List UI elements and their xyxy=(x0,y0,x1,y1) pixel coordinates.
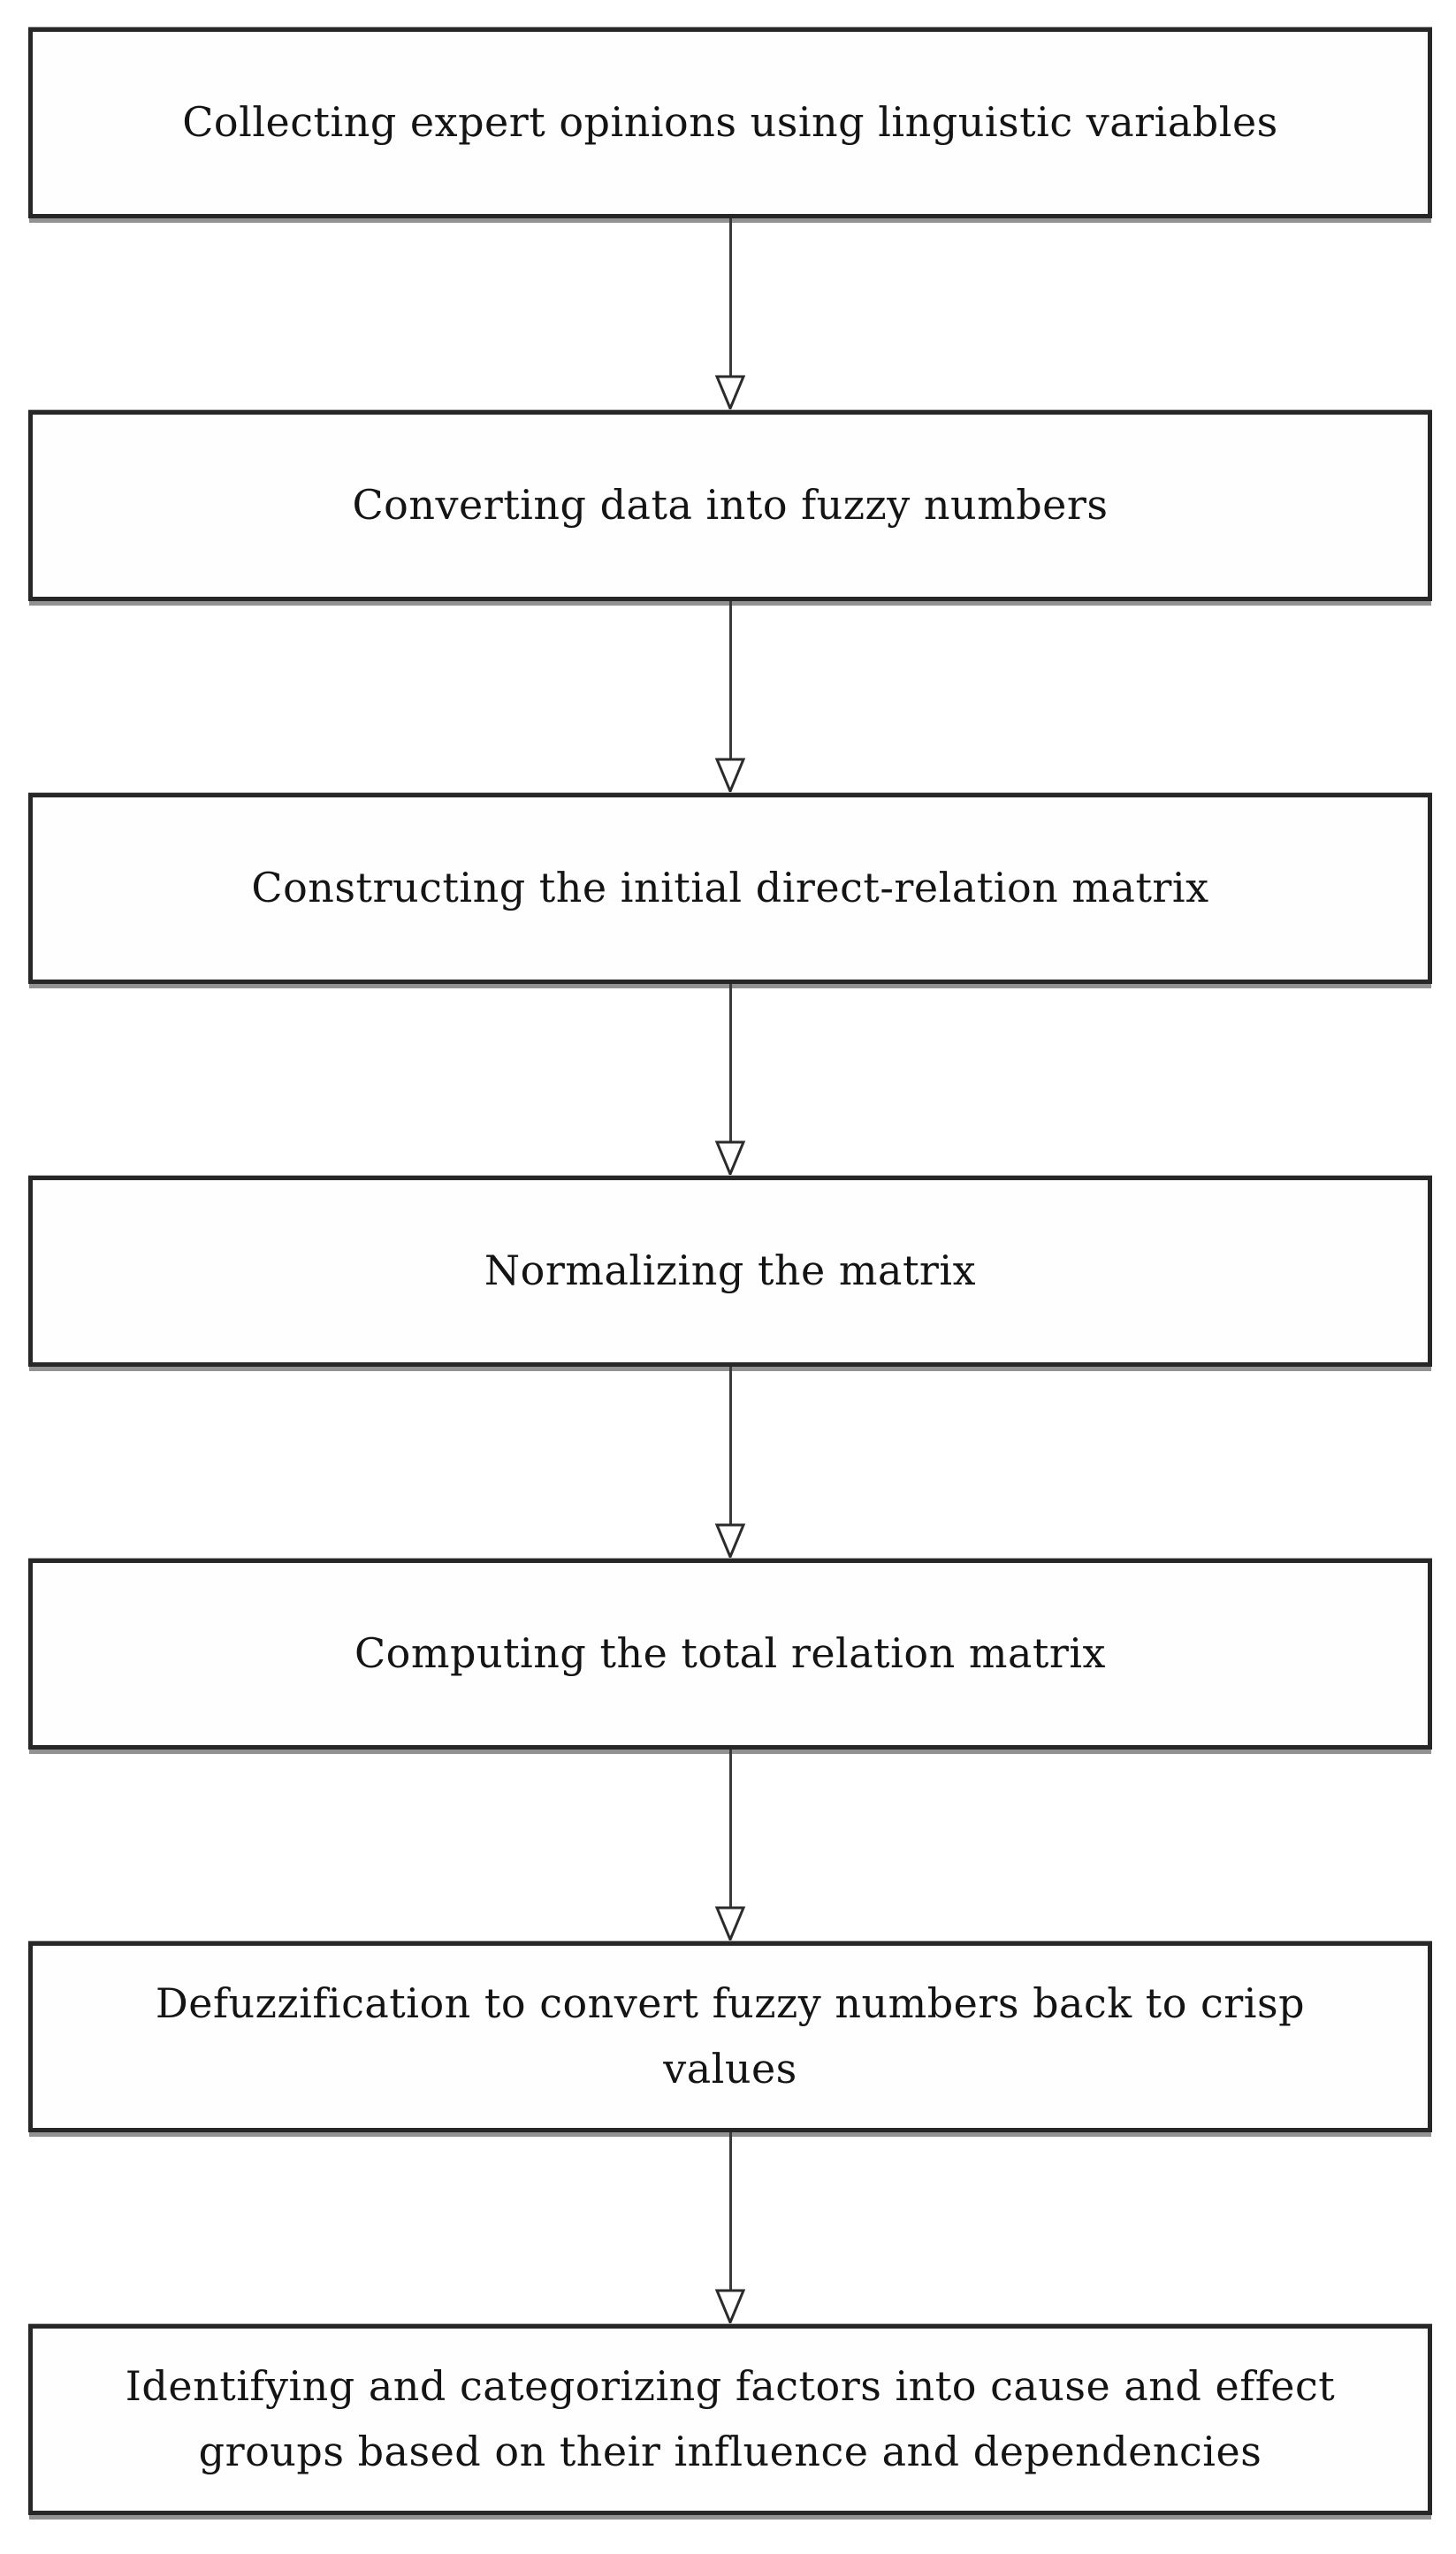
flow-step-direct-relation-matrix: Constructing the initial direct-relation… xyxy=(28,793,1432,984)
arrow-line xyxy=(728,1750,732,1907)
flow-step-total-relation-matrix: Computing the total relation matrix xyxy=(28,1559,1432,1750)
arrow-down-icon xyxy=(714,375,746,410)
arrow-down-icon xyxy=(714,2289,746,2324)
flow-arrow xyxy=(28,984,1432,1176)
arrow-line xyxy=(728,601,732,759)
arrow-down-icon xyxy=(714,758,746,793)
arrow-line xyxy=(728,218,732,376)
arrow-down-icon xyxy=(714,1906,746,1941)
arrow-down-icon xyxy=(714,1140,746,1176)
flow-arrow xyxy=(28,601,1432,793)
flow-arrow xyxy=(28,2132,1432,2324)
arrow-line xyxy=(728,2132,732,2290)
flow-step-label: Normalizing the matrix xyxy=(484,1247,977,1295)
flow-step-defuzzification: Defuzzification to convert fuzzy numbers… xyxy=(28,1941,1432,2132)
flow-step-normalize-matrix: Normalizing the matrix xyxy=(28,1176,1432,1367)
arrow-down-icon xyxy=(714,1523,746,1559)
flow-step-collect-opinions: Collecting expert opinions using linguis… xyxy=(28,27,1432,218)
flow-step-label: Converting data into fuzzy numbers xyxy=(352,481,1109,530)
flow-arrow xyxy=(28,1750,1432,1941)
flow-step-label: Computing the total relation matrix xyxy=(354,1629,1106,1678)
arrow-line xyxy=(728,984,732,1141)
flow-step-convert-fuzzy: Converting data into fuzzy numbers xyxy=(28,410,1432,601)
flow-arrow xyxy=(28,218,1432,410)
flow-step-label: Identifying and categorizing factors int… xyxy=(125,2362,1336,2475)
flowchart: Collecting expert opinions using linguis… xyxy=(28,27,1432,2515)
flow-step-label: Constructing the initial direct-relation… xyxy=(251,864,1209,912)
flow-step-label: Collecting expert opinions using linguis… xyxy=(182,98,1278,147)
flow-arrow xyxy=(28,1367,1432,1559)
arrow-line xyxy=(728,1367,732,1524)
flow-step-label: Defuzzification to convert fuzzy numbers… xyxy=(155,1979,1306,2093)
flow-step-cause-effect-groups: Identifying and categorizing factors int… xyxy=(28,2324,1432,2515)
